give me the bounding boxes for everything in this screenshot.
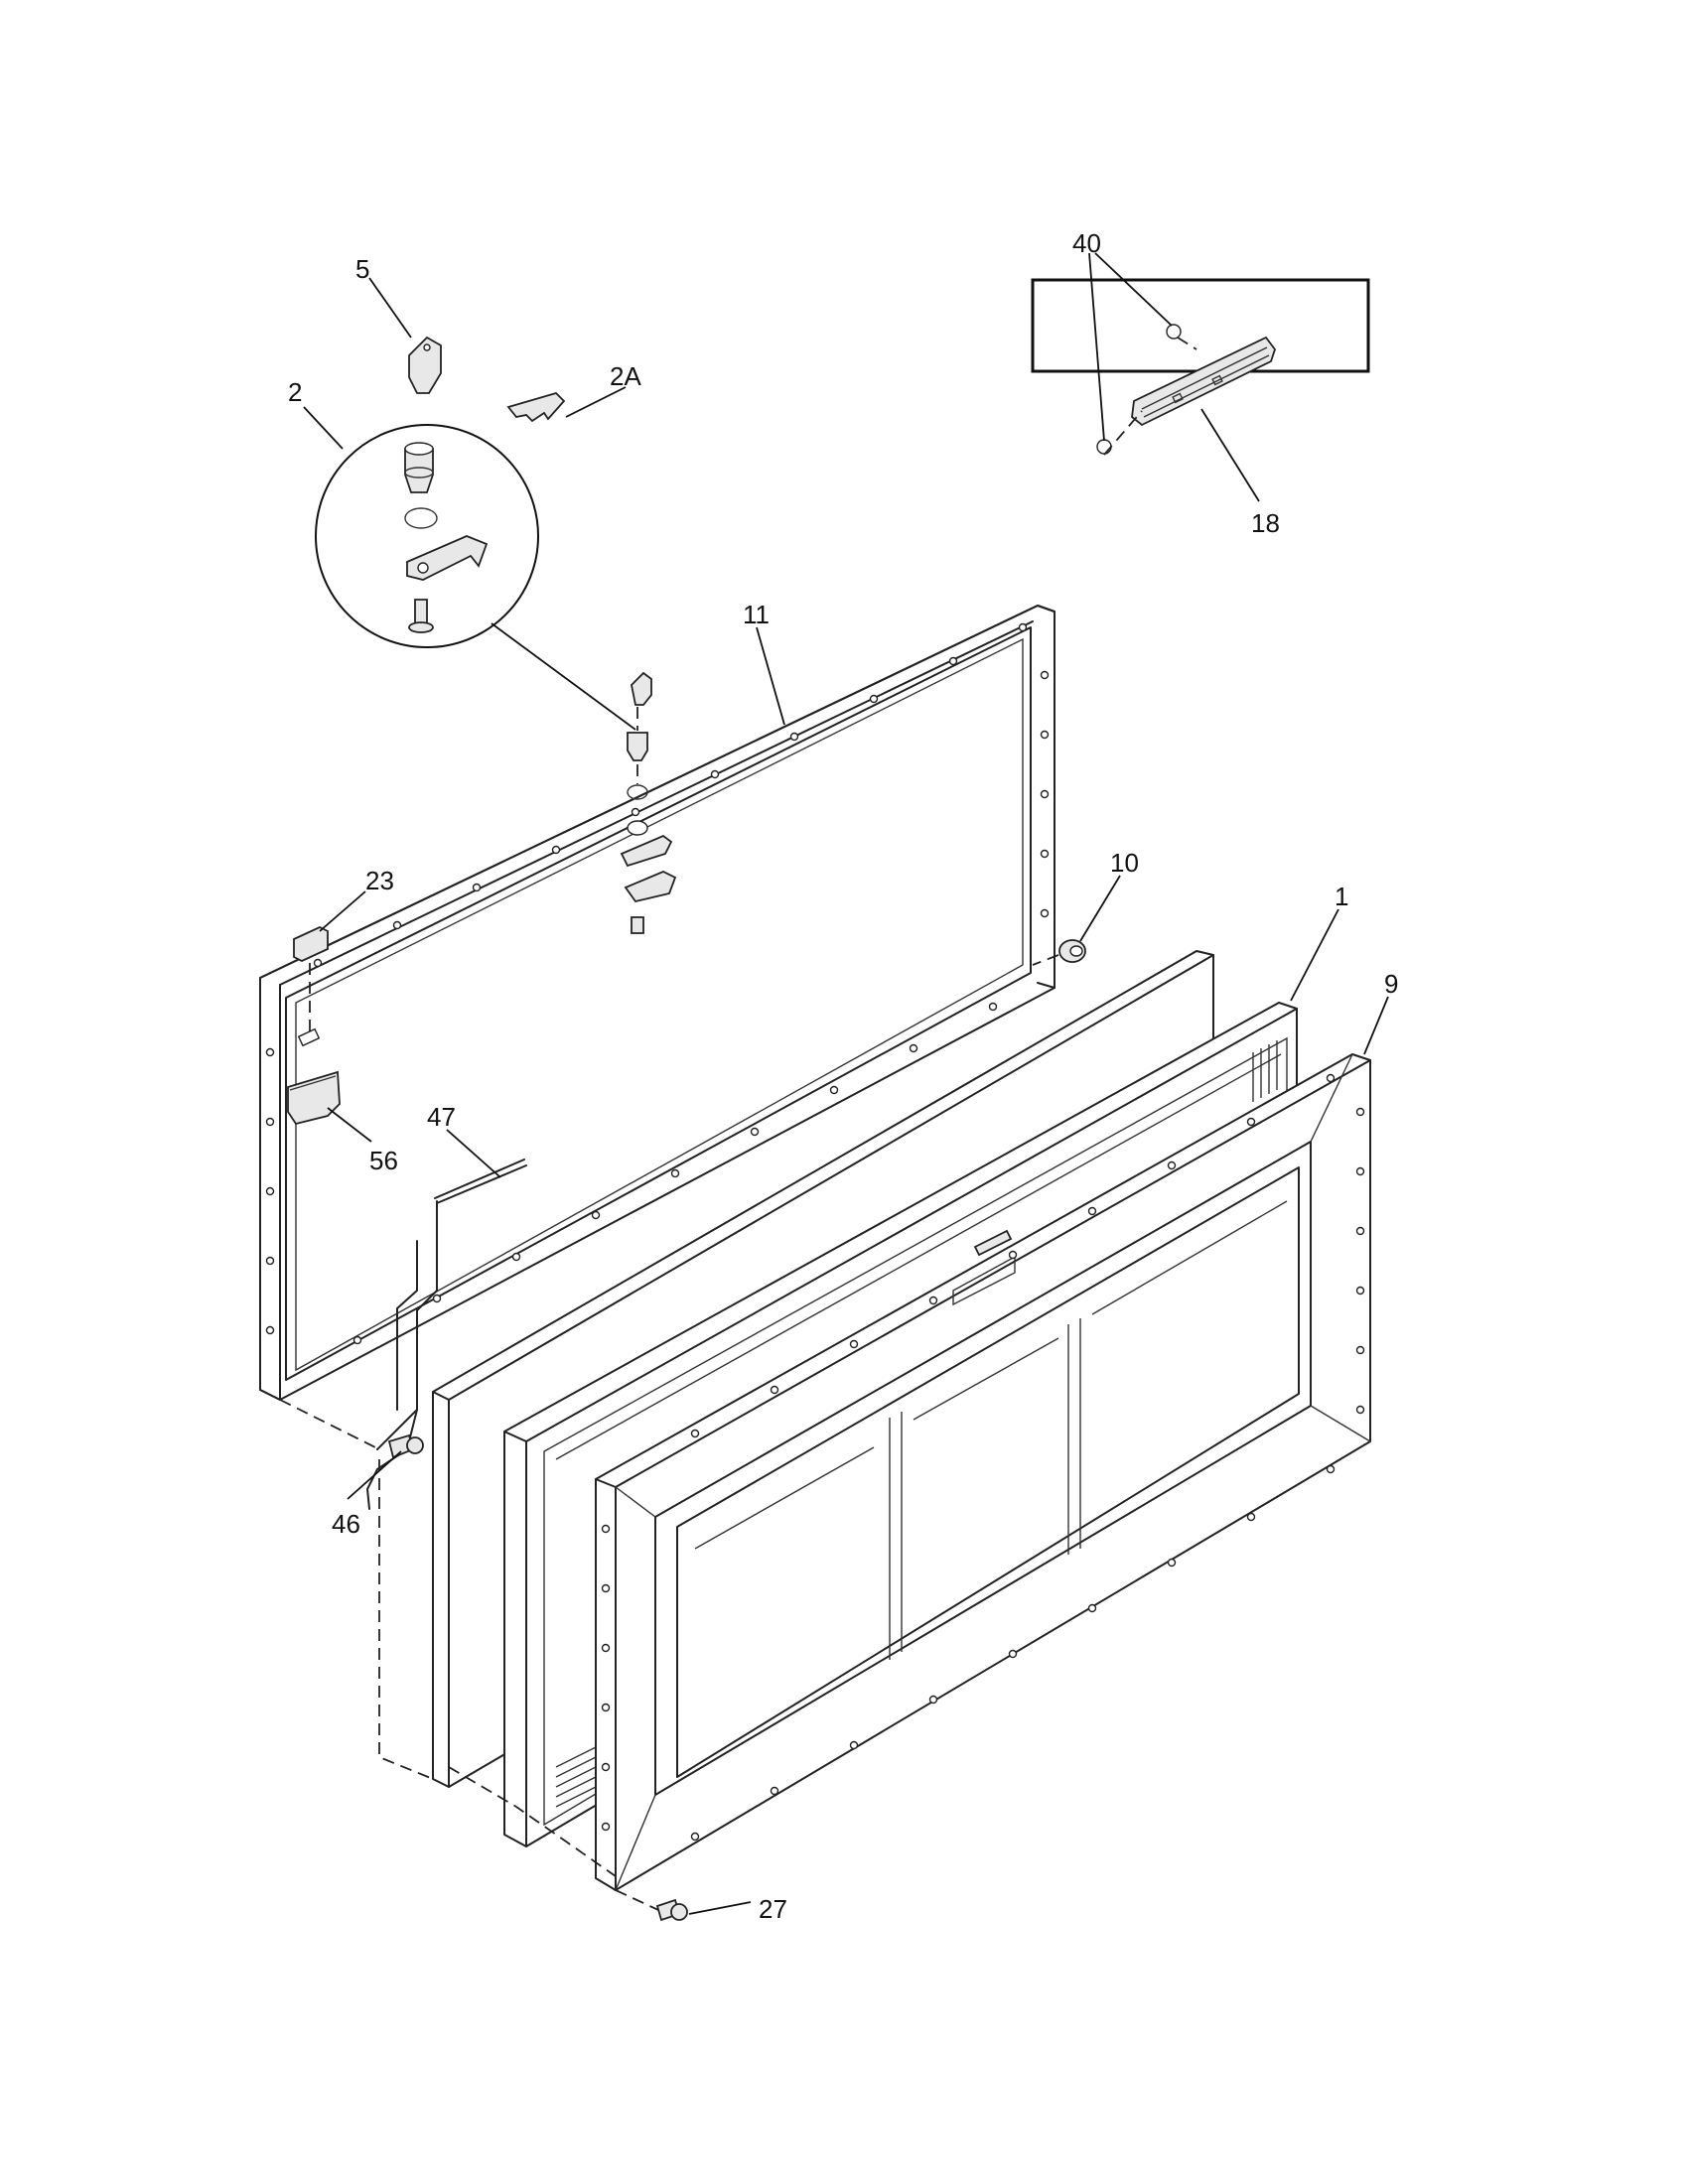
front-holes <box>601 1073 1365 1842</box>
bumper-part-10 <box>1032 939 1086 966</box>
wire-part-47 <box>366 1159 527 1510</box>
handle-inset <box>1031 278 1370 456</box>
key-part-5 <box>408 336 442 394</box>
door-frame-part-11 <box>259 605 1055 1401</box>
callout-56: 56 <box>369 1146 398 1175</box>
screw-40-b <box>1166 324 1182 340</box>
frame-holes <box>265 622 1050 1345</box>
screw-part-27 <box>655 1898 688 1922</box>
retainer-clip-2a <box>506 391 566 423</box>
lock-assembly-on-frame <box>620 671 677 934</box>
callout-2a: 2A <box>610 361 641 391</box>
callout-23: 23 <box>365 866 394 895</box>
callout-2: 2 <box>288 377 302 407</box>
door-front-part-9 <box>595 1053 1371 1891</box>
clip-part-23 <box>293 926 329 1047</box>
callout-5: 5 <box>355 254 369 284</box>
callout-10: 10 <box>1110 848 1139 878</box>
callout-47: 47 <box>427 1102 456 1132</box>
handle-part-18 <box>1131 336 1277 427</box>
callout-18: 18 <box>1251 508 1280 538</box>
inset-frame <box>1031 278 1370 373</box>
callout-1: 1 <box>1335 882 1348 911</box>
lock-detail <box>315 424 539 648</box>
bracket-part-56 <box>287 1070 341 1126</box>
plug-part-46 <box>387 1433 424 1459</box>
callout-40: 40 <box>1072 228 1101 258</box>
lock-detail-circle <box>315 424 539 648</box>
callout-11: 11 <box>743 600 770 629</box>
callout-46: 46 <box>332 1509 360 1539</box>
screw-40-a <box>1096 439 1112 455</box>
callout-27: 27 <box>759 1894 787 1924</box>
callout-9: 9 <box>1384 969 1398 999</box>
